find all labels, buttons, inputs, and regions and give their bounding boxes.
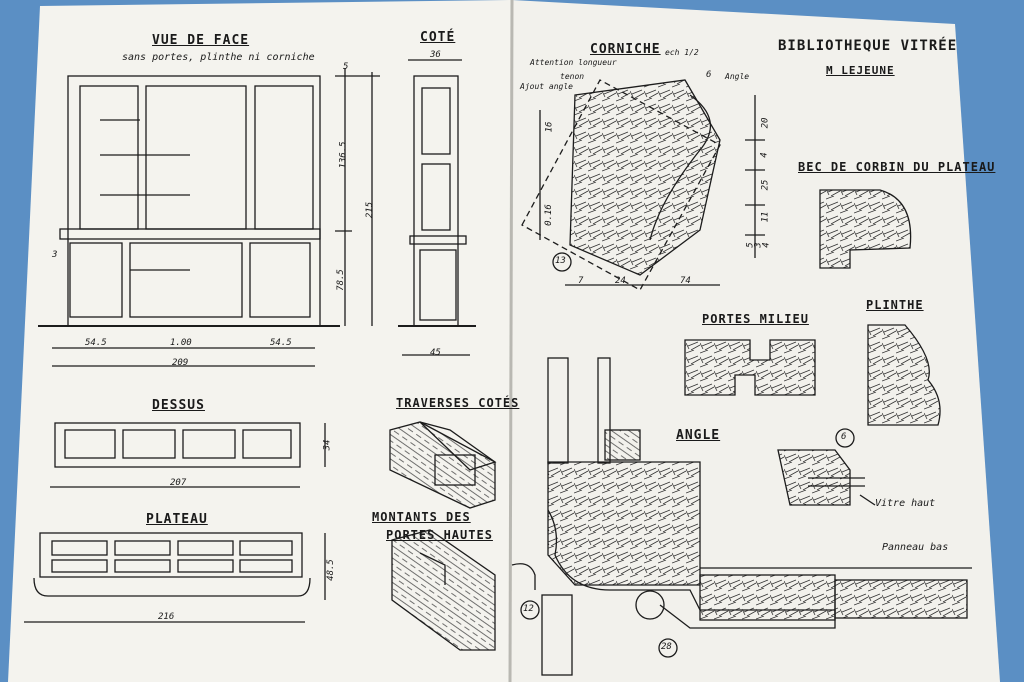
cornice-dim-a: 6 — [706, 70, 712, 80]
dim-top-depth: 34 — [322, 439, 333, 451]
booklet-title: BIBLIOTHEQUE VITRÉE — [778, 38, 958, 54]
dim-side-top: 36 — [430, 50, 441, 60]
cornice-dim-d: 25 — [760, 179, 771, 191]
cornice-note-1: Attention longueur — [530, 58, 617, 67]
cornice-dim-c: 4 — [759, 152, 770, 158]
side-rails-drawing — [389, 421, 497, 509]
cornice-dim-k: 7 — [578, 276, 584, 286]
angle-marker-12: 12 — [523, 604, 534, 614]
cornice-dim-j: 0.16 — [543, 204, 554, 226]
angle-title: ANGLE — [676, 428, 721, 443]
cornice-scale: ech 1/2 — [665, 48, 699, 57]
booklet-author: M LEJEUNE — [826, 64, 895, 77]
side-view-title: COTÉ — [420, 30, 456, 45]
cornice-dim-b: 20 — [760, 117, 771, 129]
angle-note-glass: Vitre haut — [875, 498, 936, 509]
angle-marker-28: 28 — [661, 642, 672, 652]
cornice-note-2: tenon — [560, 72, 585, 81]
cornice-dim-m: 74 — [680, 276, 691, 286]
dim-plateau-width: 216 — [158, 612, 175, 622]
dim-top: 5 — [343, 62, 349, 72]
top-view-drawing — [50, 422, 326, 488]
dim-w-left: 54.5 — [85, 338, 107, 348]
bec-title: BEC DE CORBIN DU PLATEAU — [798, 160, 996, 174]
upper-stiles-title-2: PORTES HAUTES — [386, 528, 493, 542]
upper-stiles-drawing — [391, 529, 496, 651]
dim-w-total: 209 — [172, 358, 189, 368]
plinth-title: PLINTHE — [866, 298, 924, 312]
cornice-dim-e: 11 — [760, 211, 771, 223]
front-view-title: VUE DE FACE — [152, 33, 250, 48]
cornice-marker: 13 — [555, 256, 566, 266]
dim-w-mid: 1.00 — [170, 338, 192, 348]
cornice-dim-l: 24 — [615, 276, 626, 286]
front-view-drawing — [38, 68, 380, 367]
left-page — [8, 0, 512, 682]
cornice-title: CORNICHE — [590, 42, 661, 57]
cornice-dim-h: 4 — [761, 242, 772, 248]
dim-upper: 136.5 — [338, 141, 349, 169]
top-view-title: DESSUS — [152, 398, 205, 413]
angle-drawing — [511, 357, 972, 676]
doors-drawing — [684, 339, 816, 396]
side-view-drawing — [398, 59, 476, 356]
dim-plateau-depth: 48.5 — [325, 559, 336, 581]
angle-marker-6: 6 — [841, 432, 847, 442]
cornice-note-angle: Angle — [725, 72, 750, 81]
cornice-note-3: Ajout angle — [520, 82, 573, 91]
dim-lower: 78.5 — [335, 269, 346, 291]
front-view-subtitle: sans portes, plinthe ni corniche — [122, 52, 315, 63]
dim-side-bottom: 45 — [430, 348, 441, 358]
side-rails-title: TRAVERSES COTÉS — [396, 396, 520, 410]
dim-top-width: 207 — [170, 478, 187, 488]
dim-total: 215 — [365, 201, 376, 219]
cornice-dim-i: 16 — [544, 121, 555, 133]
cornice-drawing — [521, 79, 765, 291]
bec-drawing — [819, 189, 912, 269]
angle-note-panel: Panneau bas — [882, 542, 949, 553]
upper-stiles-title-1: MONTANTS DES — [372, 510, 471, 524]
plateau-drawing — [24, 532, 326, 623]
dim-side-left: 3 — [52, 250, 58, 260]
dim-w-right: 54.5 — [270, 338, 292, 348]
plateau-title: PLATEAU — [146, 512, 208, 527]
plinth-drawing — [867, 324, 941, 426]
doors-title: PORTES MILIEU — [702, 312, 809, 326]
